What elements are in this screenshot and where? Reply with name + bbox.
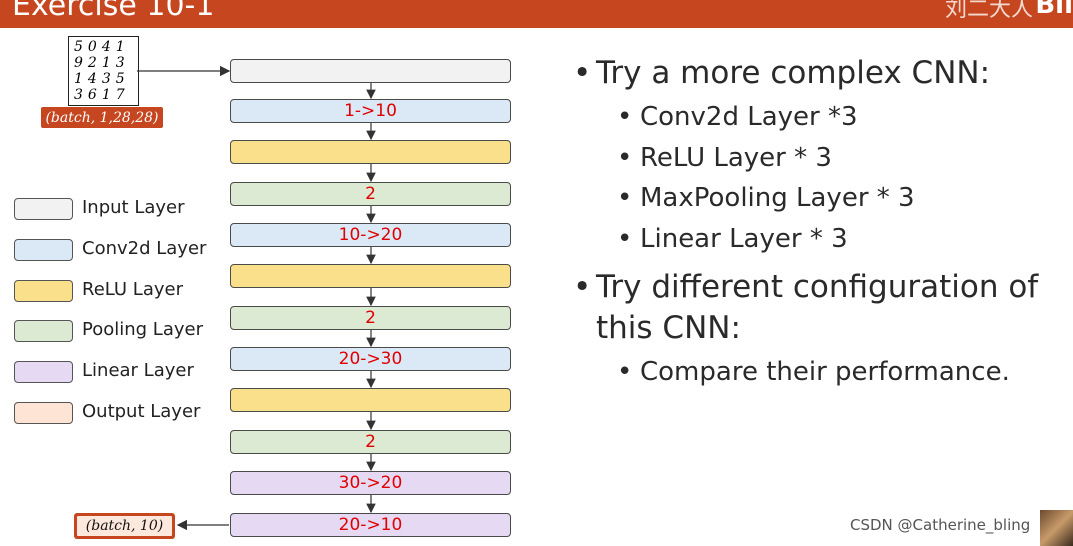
bullet-marker: • — [573, 55, 592, 91]
relu-layer-box — [230, 140, 511, 164]
bullet-marker: • — [617, 102, 633, 132]
title-bar: Exercise 10-1 刘二大人 Bil — [0, 0, 1073, 28]
bullet-try-different-config: Try different configuration of — [596, 269, 1039, 305]
legend-label: Linear Layer — [82, 360, 194, 381]
author-name: 刘二大人 — [944, 0, 1033, 22]
conv2d-layer-box: 20->30 — [230, 347, 511, 371]
bullet-marker: • — [617, 357, 633, 387]
watermark: CSDN @Catherine_bling — [850, 516, 1031, 534]
sub-bullet-linear: Linear Layer * 3 — [640, 224, 848, 254]
linear-layer-box: 20->10 — [230, 513, 511, 537]
legend-label: ReLU Layer — [82, 279, 183, 300]
legend-swatch — [14, 239, 73, 261]
corner-thumbnail — [1040, 510, 1073, 546]
input-shape-tag: (batch, 1,28,28) — [41, 107, 163, 128]
bullet-marker: • — [573, 269, 592, 305]
bullet-try-different-config-cont: this CNN: — [596, 310, 741, 346]
digit-row: 1435 — [74, 71, 130, 87]
pooling-layer-box: 2 — [230, 182, 511, 206]
digit-row: 3617 — [74, 87, 130, 103]
relu-layer-box — [230, 264, 511, 288]
sub-bullet-maxpooling: MaxPooling Layer * 3 — [640, 183, 915, 213]
legend-label: Pooling Layer — [82, 319, 203, 340]
legend-swatch — [14, 361, 73, 383]
sub-bullet-compare: Compare their performance. — [640, 357, 1010, 387]
legend-swatch — [14, 320, 73, 342]
digit-row: 5041 — [74, 39, 130, 55]
legend-label: Conv2d Layer — [82, 238, 207, 259]
input-layer-box — [230, 59, 511, 83]
slide-title: Exercise 10-1 — [12, 0, 215, 23]
output-shape-label: (batch, 10) — [76, 515, 173, 537]
pooling-layer-box: 2 — [230, 306, 511, 330]
legend-label: Output Layer — [82, 401, 201, 422]
legend-swatch — [14, 402, 73, 424]
site-logo: Bil — [1035, 0, 1073, 20]
digit-row: 9213 — [74, 55, 130, 71]
bullet-marker: • — [617, 183, 633, 213]
conv2d-layer-box: 1->10 — [230, 99, 511, 123]
sub-bullet-relu: ReLU Layer * 3 — [640, 143, 832, 173]
bullet-marker: • — [617, 224, 633, 254]
bullet-marker: • — [617, 143, 633, 173]
mnist-digits-image: 5041 9213 1435 3617 — [68, 36, 139, 106]
legend-swatch — [14, 280, 73, 302]
legend-label: Input Layer — [82, 197, 185, 218]
bullet-try-complex-cnn: Try a more complex CNN: — [596, 55, 991, 91]
conv2d-layer-box: 10->20 — [230, 223, 511, 247]
linear-layer-box: 30->20 — [230, 471, 511, 495]
pooling-layer-box: 2 — [230, 430, 511, 454]
relu-layer-box — [230, 388, 511, 412]
legend-swatch — [14, 198, 73, 220]
output-shape-tag: (batch, 10) — [74, 513, 175, 539]
sub-bullet-conv2d: Conv2d Layer *3 — [640, 102, 858, 132]
